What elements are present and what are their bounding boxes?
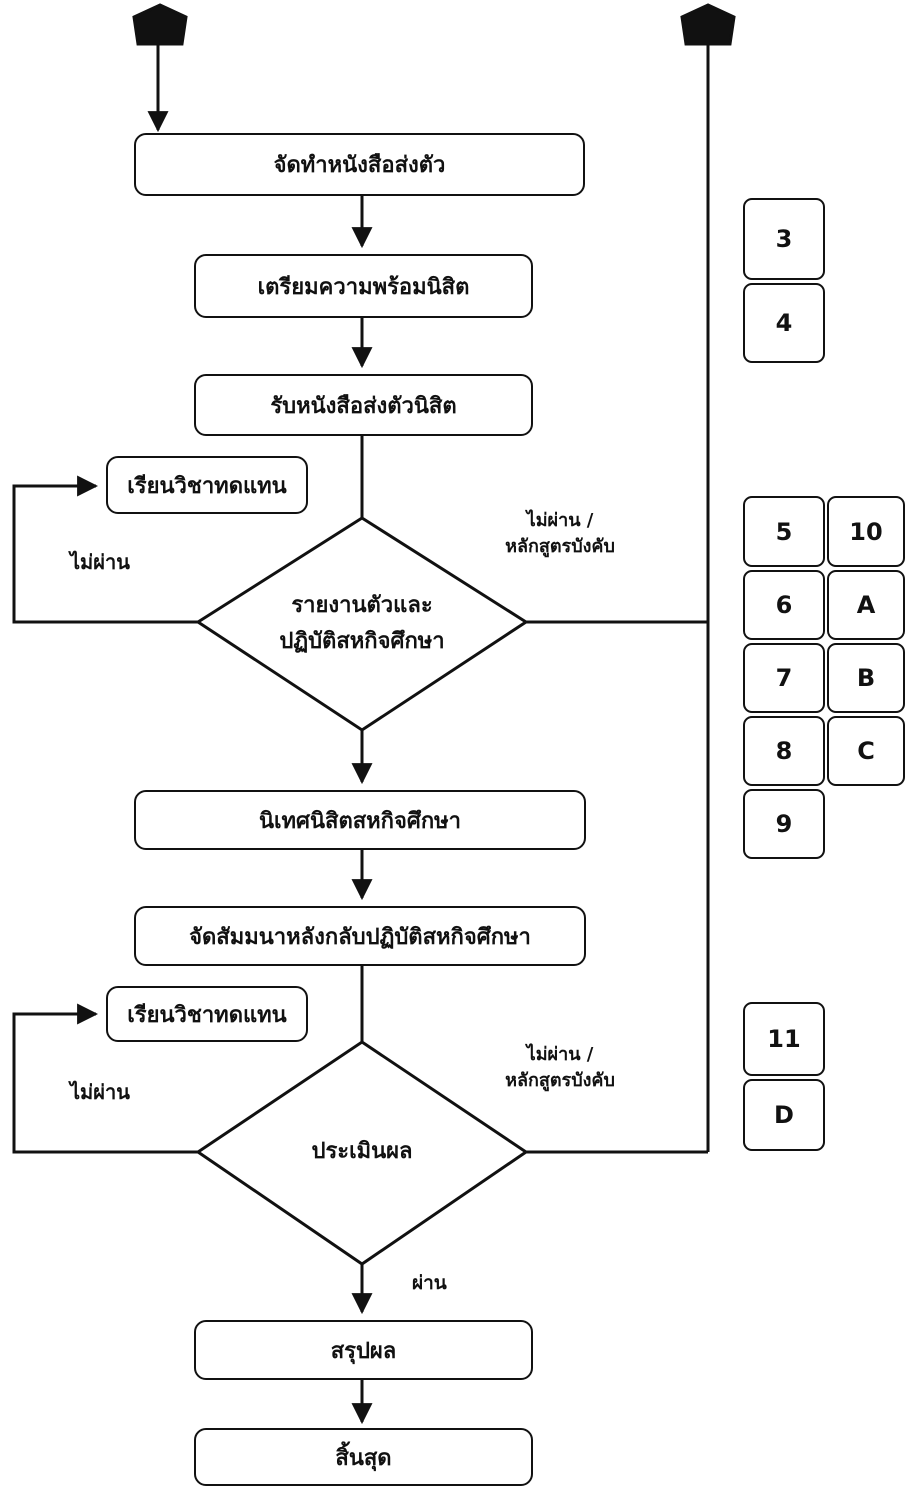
substitute-course-label-1: เรียนวิชาทดแทน: [127, 473, 287, 499]
step-receive-letter: รับหนังสือส่งตัวนิสิต: [194, 374, 533, 436]
step-prepare-students: เตรียมความพร้อมนิสิต: [194, 254, 533, 318]
step-prepare-students-label: เตรียมความพร้อมนิสิต: [257, 274, 470, 300]
ref-code-C: C: [827, 716, 905, 786]
step-summarize-label: สรุปผล: [330, 1338, 397, 1364]
substitute-course-label-2: เรียนวิชาทดแทน: [127, 1002, 287, 1028]
ref-code-3: 3: [743, 198, 825, 280]
ref-code-5: 5: [743, 496, 825, 567]
ref-code-11: 11: [743, 1002, 825, 1076]
ref-code-9: 9: [743, 789, 825, 859]
step-end: สิ้นสุด: [194, 1428, 533, 1486]
substitute-course-box-1: เรียนวิชาทดแทน: [106, 456, 308, 514]
decision-evaluate-diamond: [195, 1040, 529, 1266]
fail-compulsory-1-line2: หลักสูตรบังคับ: [505, 536, 615, 557]
fail-compulsory-2-line1: ไม่ผ่าน /: [526, 1044, 594, 1065]
decision-report-diamond: [195, 516, 529, 732]
fail-compulsory-label-1: ไม่ผ่าน / หลักสูตรบังคับ: [470, 508, 650, 560]
step-make-letter-label: จัดทำหนังสือส่งตัว: [273, 153, 446, 178]
fail-label-2: ไม่ผ่าน: [70, 1080, 130, 1104]
fail-compulsory-label-2: ไม่ผ่าน / หลักสูตรบังคับ: [470, 1042, 650, 1094]
decision-report-line2: ปฏิบัติสหกิจศึกษา: [279, 629, 445, 654]
pass-label: ผ่าน: [412, 1272, 447, 1294]
ref-code-D: D: [743, 1079, 825, 1151]
decision-evaluate-text: ประเมินผล: [262, 1134, 462, 1170]
step-receive-letter-label: รับหนังสือส่งตัวนิสิต: [270, 393, 457, 419]
step-seminar: จัดสัมมนาหลังกลับปฏิบัติสหกิจศึกษา: [134, 906, 586, 966]
step-make-letter: จัดทำหนังสือส่งตัว: [134, 133, 585, 196]
decision-evaluate-label: ประเมินผล: [311, 1139, 413, 1164]
ref-code-6: 6: [743, 570, 825, 640]
decision-report-text: รายงานตัวและ ปฏิบัติสหกิจศึกษา: [238, 588, 486, 660]
substitute-course-box-2: เรียนวิชาทดแทน: [106, 986, 308, 1042]
fail-compulsory-2-line2: หลักสูตรบังคับ: [505, 1070, 615, 1091]
ref-code-8: 8: [743, 716, 825, 786]
ref-code-4: 4: [743, 283, 825, 363]
step-seminar-label: จัดสัมมนาหลังกลับปฏิบัติสหกิจศึกษา: [189, 924, 531, 950]
ref-code-10: 10: [827, 496, 905, 567]
fail-label-1: ไม่ผ่าน: [70, 550, 130, 574]
fail-compulsory-1-line1: ไม่ผ่าน /: [526, 510, 594, 531]
start-connector-left: [132, 3, 188, 46]
decision-report-line1: รายงานตัวและ: [291, 593, 433, 618]
step-end-label: สิ้นสุด: [335, 1445, 392, 1471]
step-supervise-label: นิเทศนิสิตสหกิจศึกษา: [258, 808, 462, 834]
step-supervise: นิเทศนิสิตสหกิจศึกษา: [134, 790, 586, 850]
step-summarize: สรุปผล: [194, 1320, 533, 1380]
ref-code-7: 7: [743, 643, 825, 713]
ref-code-B: B: [827, 643, 905, 713]
start-connector-right: [680, 3, 736, 46]
ref-code-A: A: [827, 570, 905, 640]
